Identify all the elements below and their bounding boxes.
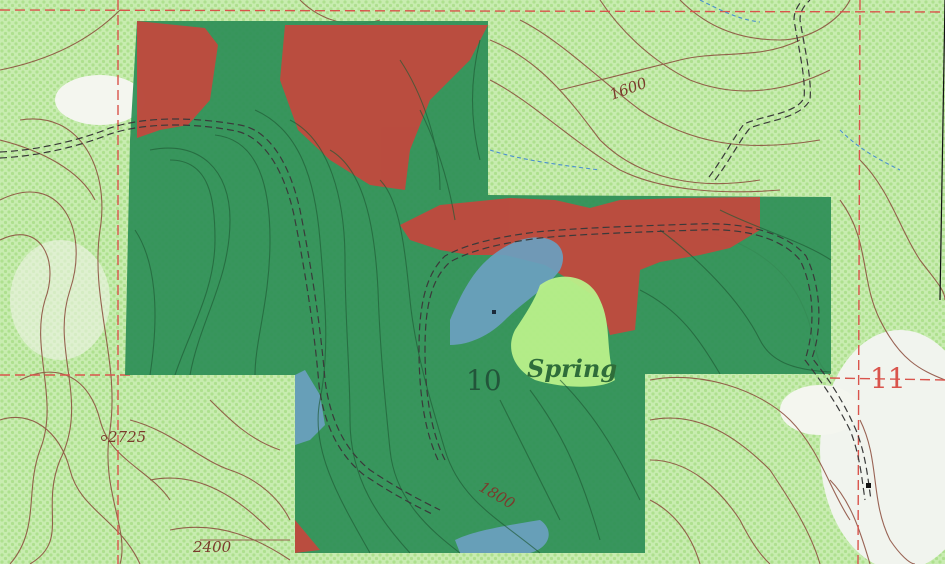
clearing-area xyxy=(820,330,945,564)
clearing-area xyxy=(10,240,110,360)
section-number-10: 10 xyxy=(466,364,502,397)
edge-line xyxy=(939,0,945,301)
roads xyxy=(0,0,872,516)
spring-area[interactable] xyxy=(511,276,615,387)
red-zones xyxy=(137,21,760,553)
section-number-11: 11 xyxy=(870,362,906,395)
spring-marker xyxy=(492,310,496,314)
blue-zones xyxy=(295,237,564,553)
clearing-area xyxy=(55,75,145,125)
spring-label: Spring xyxy=(527,354,617,383)
spot-elevation-icon xyxy=(101,435,107,441)
zone-contour-lines xyxy=(134,39,832,554)
spot-elevation-2725: 2725 xyxy=(107,428,146,446)
building-marker xyxy=(866,483,871,488)
clearing-area xyxy=(780,385,860,435)
stream-lines xyxy=(489,0,901,171)
contour-label-2400: 2400 xyxy=(192,538,232,556)
